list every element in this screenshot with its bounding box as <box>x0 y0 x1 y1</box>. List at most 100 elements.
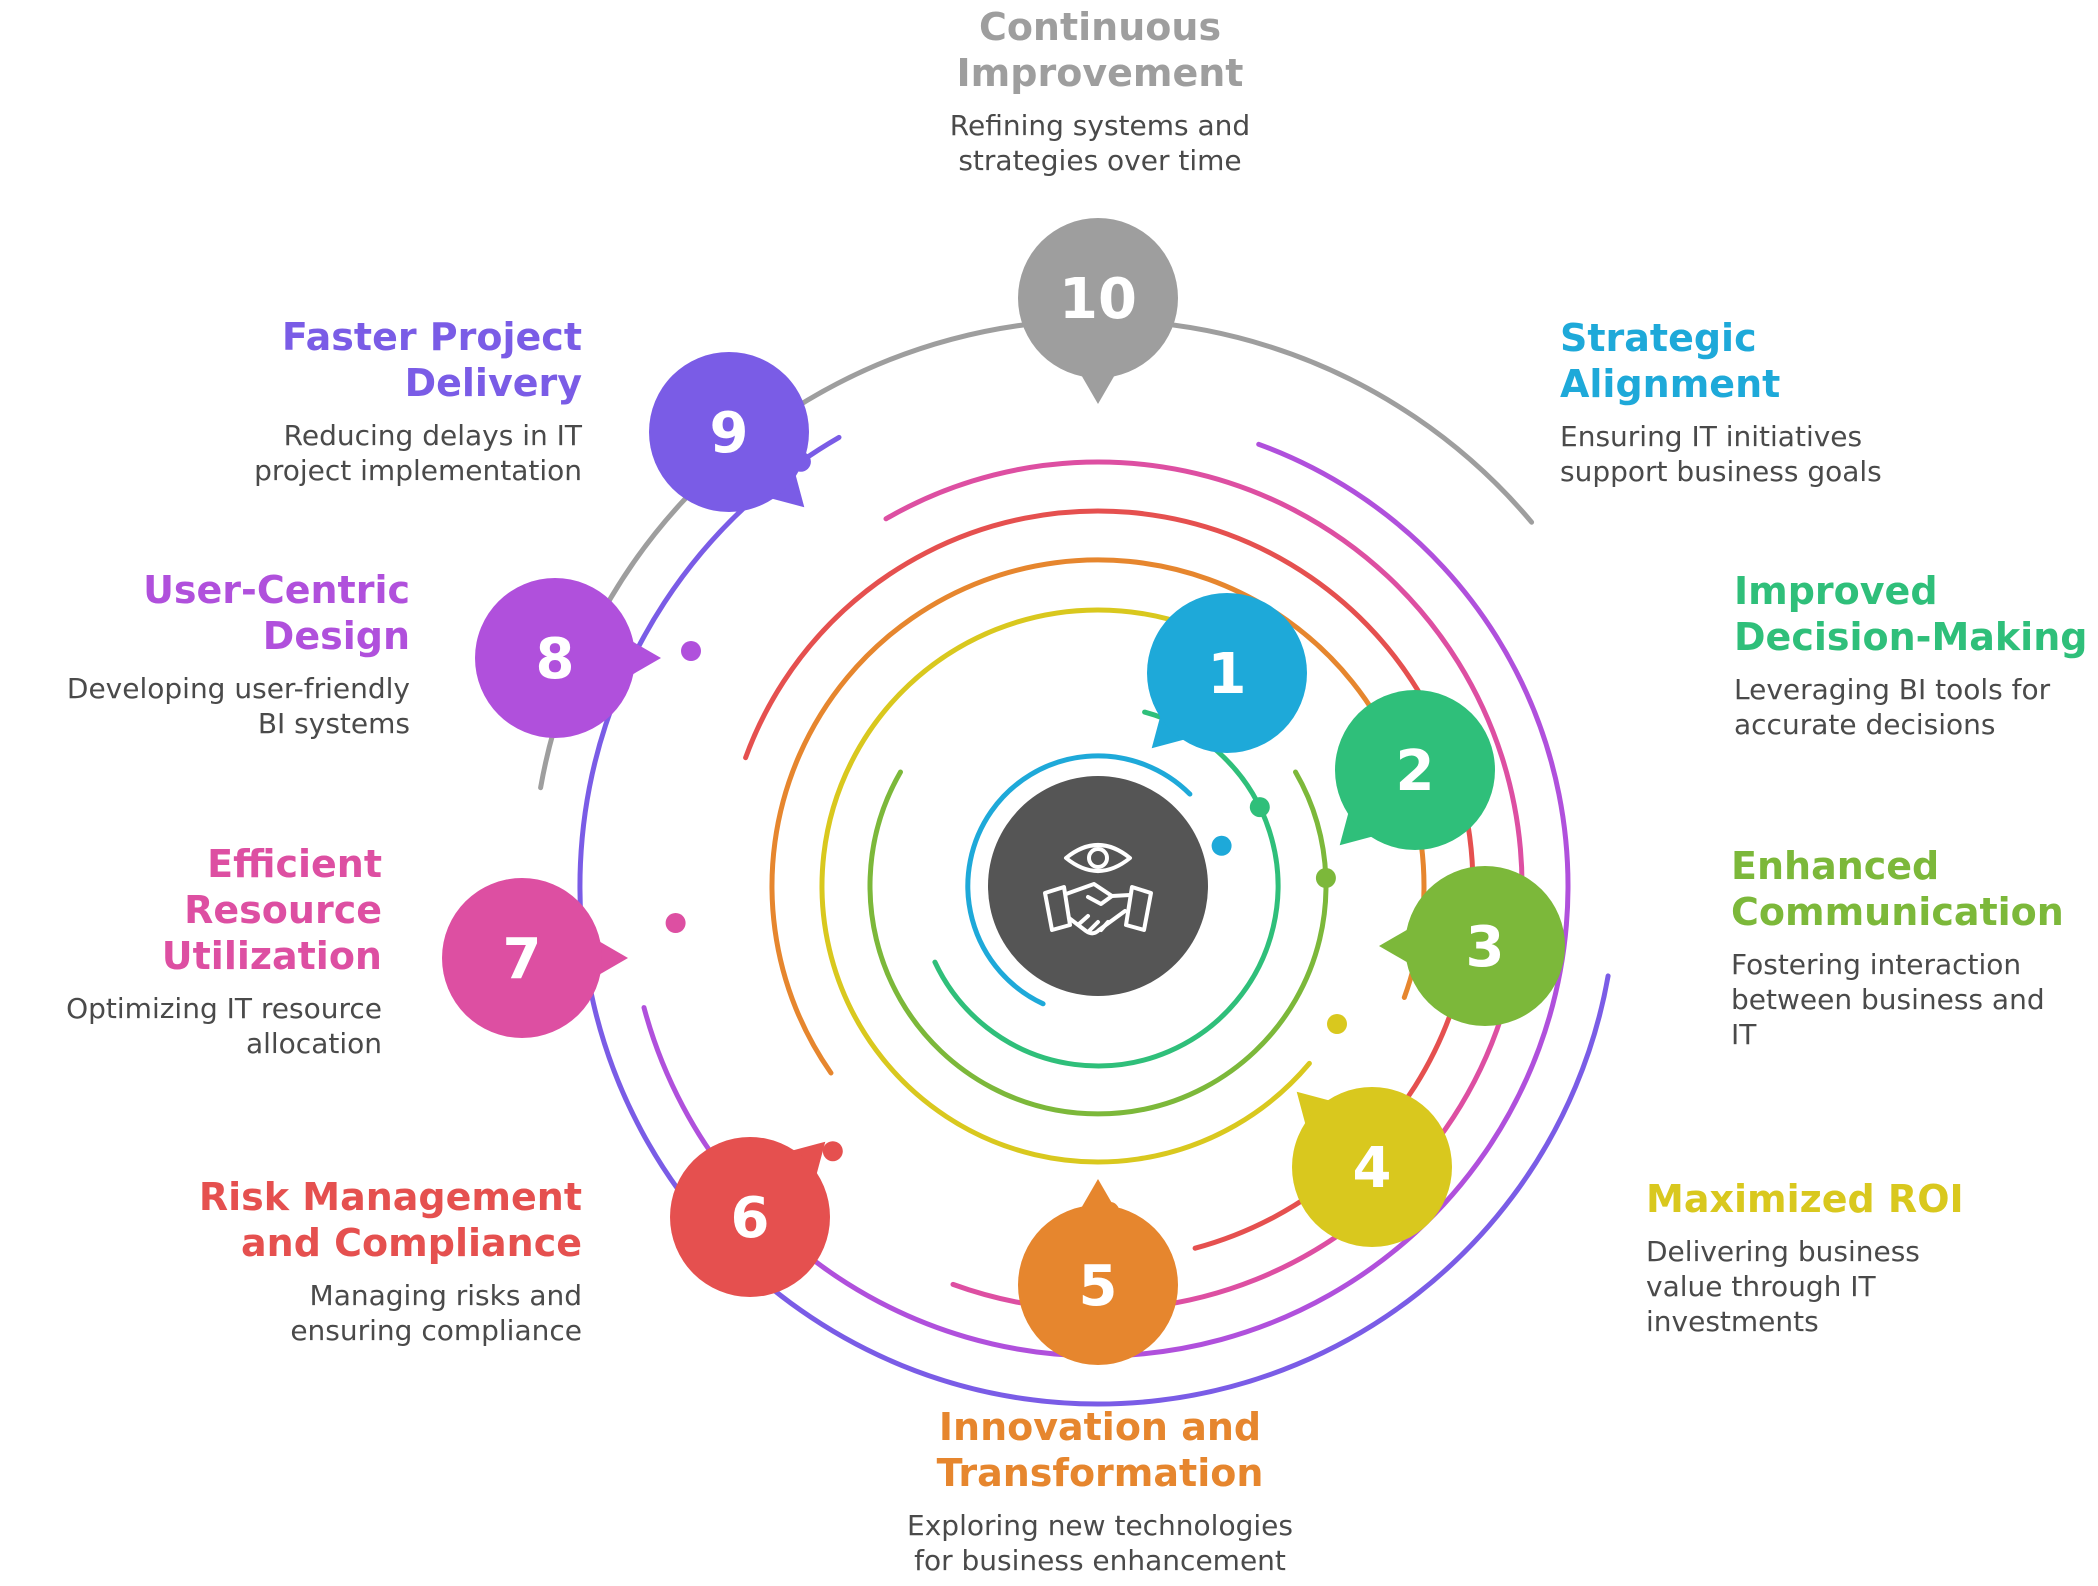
ring-marker-6 <box>822 1141 843 1162</box>
description-line: value through IT <box>1646 1270 1876 1303</box>
bubble-circle <box>1405 866 1565 1026</box>
step-title: Enhanced Communication <box>1731 843 2091 935</box>
description-line: project implementation <box>254 454 582 487</box>
description-line: Developing user-friendly <box>66 672 410 705</box>
center-hub <box>988 776 1208 996</box>
step-label-6: Risk Management and Compliance Managing … <box>90 1174 582 1348</box>
step-title: Risk Management and Compliance <box>90 1174 582 1266</box>
ring-arc-3 <box>867 769 1329 1117</box>
step-bubble-8: 8 <box>475 578 661 738</box>
step-description: Optimizing IT resource allocation <box>10 991 382 1061</box>
step-title: Faster Project Delivery <box>120 314 582 406</box>
step-bubble-1: 1 <box>1147 593 1307 753</box>
ring-marker-1 <box>1211 835 1232 856</box>
step-number: 4 <box>1353 1136 1392 1201</box>
title-line: Faster Project <box>281 315 582 359</box>
description-line: Optimizing IT resource <box>66 992 382 1025</box>
step-description: Leveraging BI tools for accurate decisio… <box>1734 672 2094 742</box>
step-description: Managing risks and ensuring compliance <box>90 1278 582 1348</box>
step-number: 9 <box>710 401 749 466</box>
description-line: Ensuring IT initiatives <box>1560 420 1863 453</box>
title-line: Design <box>262 614 410 658</box>
ring-arc-4 <box>819 607 1312 1165</box>
title-line: Efficient <box>207 842 382 886</box>
step-bubble-6: 6 <box>670 1137 830 1297</box>
step-label-3: Enhanced Communication Fostering interac… <box>1731 843 2091 1052</box>
step-description: Refining systems and strategies over tim… <box>870 108 1330 178</box>
ring-marker-3 <box>1315 868 1336 888</box>
step-label-4: Maximized ROI Delivering business value … <box>1646 1176 2066 1339</box>
step-bubble-5: 5 <box>1018 1179 1178 1365</box>
step-label-1: Strategic Alignment Ensuring IT initiati… <box>1560 315 2000 489</box>
step-label-5: Innovation and Transformation Exploring … <box>850 1404 1350 1578</box>
step-title: Continuous Improvement <box>870 4 1330 96</box>
step-number: 10 <box>1059 267 1137 332</box>
step-number: 7 <box>503 927 542 992</box>
step-label-8: User-Centric Design Developing user-frie… <box>10 567 410 741</box>
ring-arc-7 <box>883 459 1525 1313</box>
title-line: and Compliance <box>241 1221 582 1265</box>
bubble-circle <box>442 878 602 1038</box>
ring-arc-2 <box>932 709 1281 1069</box>
description-line: strategies over time <box>958 144 1242 177</box>
bubble-circle <box>1018 1205 1178 1365</box>
ring-marker-7 <box>665 913 686 933</box>
bubble-circle <box>475 578 635 738</box>
step-number: 3 <box>1466 915 1505 980</box>
description-line: accurate decisions <box>1734 708 1996 741</box>
description-line: Refining systems and <box>949 109 1251 142</box>
description-line: Reducing delays in IT <box>283 419 582 452</box>
description-line: for business enhancement <box>914 1544 1286 1577</box>
ring-arc-1 <box>965 753 1193 1007</box>
step-number: 1 <box>1208 642 1247 707</box>
number-bubbles: 1 2 3 4 5 6 7 8 9 10 <box>442 218 1565 1365</box>
step-bubble-9: 9 <box>649 352 809 512</box>
title-line: Enhanced <box>1731 844 1940 888</box>
step-description: Reducing delays in IT project implementa… <box>120 418 582 488</box>
step-label-9: Faster Project Delivery Reducing delays … <box>120 314 582 488</box>
description-line: Exploring new technologies <box>907 1509 1293 1542</box>
step-bubble-10: 10 <box>1018 218 1178 404</box>
title-line: Resource <box>184 888 382 932</box>
title-line: Delivery <box>404 361 582 405</box>
title-line: Transformation <box>936 1451 1264 1495</box>
step-description: Ensuring IT initiatives support business… <box>1560 419 2000 489</box>
step-title: User-Centric Design <box>10 567 410 659</box>
bubble-circle <box>670 1137 830 1297</box>
title-line: Decision-Making <box>1734 615 2088 659</box>
step-bubble-7: 7 <box>442 878 628 1038</box>
title-line: Risk Management <box>198 1175 582 1219</box>
description-line: ensuring compliance <box>290 1314 582 1347</box>
step-number: 6 <box>731 1186 770 1251</box>
bubble-circle <box>649 352 809 512</box>
description-line: between business and <box>1731 983 2045 1016</box>
ring-marker-4 <box>1327 1014 1347 1034</box>
title-line: Continuous <box>978 5 1222 49</box>
description-line: allocation <box>245 1027 382 1060</box>
title-line: Strategic <box>1560 316 1757 360</box>
description-line: Delivering business <box>1646 1235 1920 1268</box>
ring-marker-8 <box>681 641 701 661</box>
step-title: Strategic Alignment <box>1560 315 2000 407</box>
step-description: Developing user-friendly BI systems <box>10 671 410 741</box>
bubble-circle <box>1292 1087 1452 1247</box>
step-label-2: Improved Decision-Making Leveraging BI t… <box>1734 568 2094 742</box>
step-bubble-4: 4 <box>1292 1087 1452 1247</box>
eye-handshake-icon <box>1043 843 1153 936</box>
title-line: Improvement <box>956 51 1244 95</box>
step-bubble-2: 2 <box>1335 690 1495 850</box>
description-line: support business goals <box>1560 455 1882 488</box>
step-title: Efficient Resource Utilization <box>10 841 382 979</box>
step-bubble-3: 3 <box>1379 866 1565 1026</box>
description-line: Fostering interaction <box>1731 948 2022 981</box>
step-description: Fostering interaction between business a… <box>1731 947 2091 1052</box>
title-line: User-Centric <box>143 568 410 612</box>
title-line: Utilization <box>161 934 382 978</box>
step-title: Maximized ROI <box>1646 1176 2066 1222</box>
bubble-circle <box>1335 690 1495 850</box>
step-label-7: Efficient Resource Utilization Optimizin… <box>10 841 382 1061</box>
description-line: BI systems <box>257 707 410 740</box>
step-number: 8 <box>536 627 575 692</box>
title-line: Improved <box>1734 569 1938 613</box>
title-line: Alignment <box>1560 362 1781 406</box>
